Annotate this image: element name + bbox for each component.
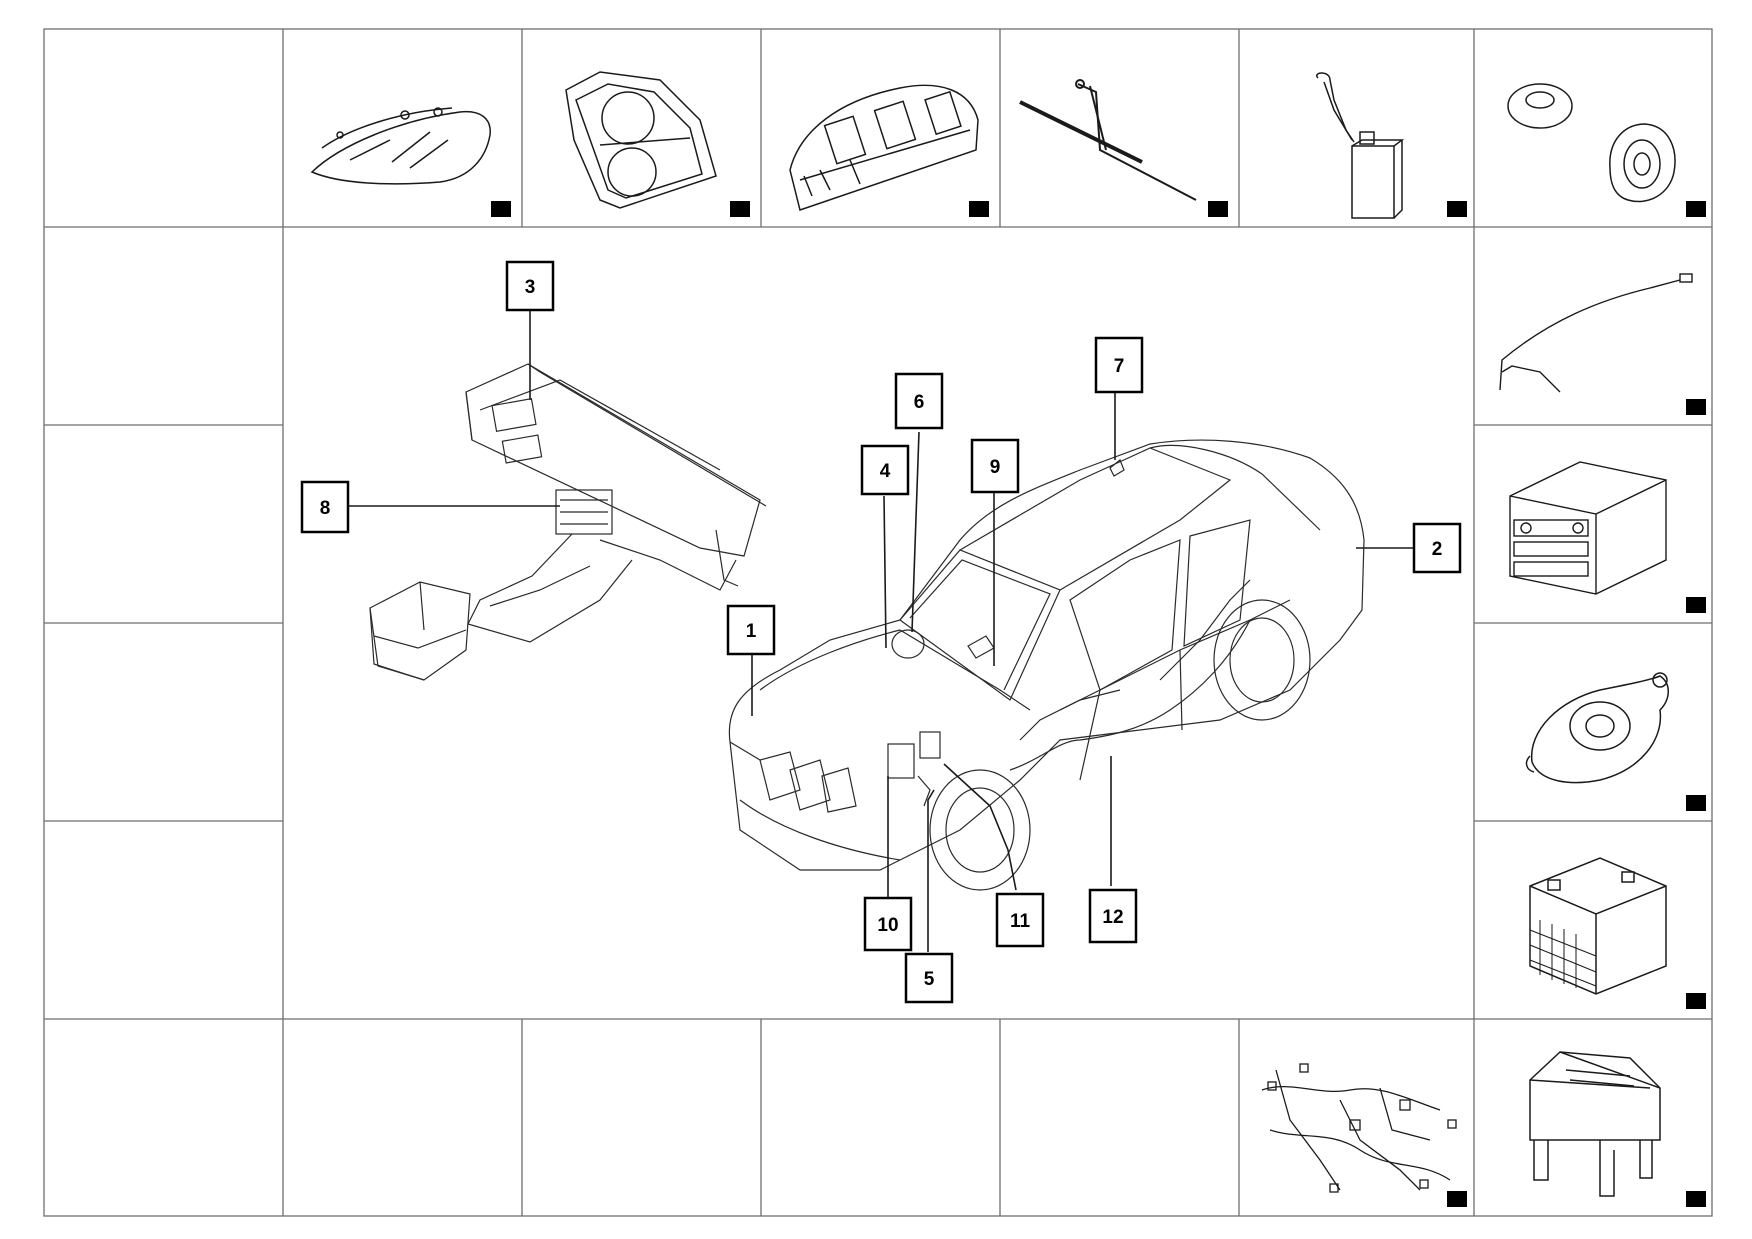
battery-thumbnail — [1529, 857, 1706, 1009]
audio-unit-icon — [1509, 461, 1667, 595]
thumbnail-marker — [969, 201, 989, 217]
speaker-icon — [1507, 83, 1676, 203]
battery-icon — [1529, 857, 1667, 995]
thumbnail-marker — [1208, 201, 1228, 217]
fuse-box-thumbnail — [1529, 1051, 1706, 1207]
callout-text: 5 — [924, 969, 935, 990]
callout-label-4: 4 — [860, 444, 910, 496]
thumbnail-marker — [1686, 795, 1706, 811]
dashboard-console-drawing — [369, 363, 767, 681]
thumbnail-marker — [1447, 201, 1467, 217]
car-drawing — [728, 439, 1365, 891]
tail-lamp-thumbnail — [565, 71, 750, 217]
callout-label-9: 9 — [970, 438, 1020, 494]
callout-label-5: 5 — [904, 952, 954, 1004]
callout-text: 11 — [1010, 911, 1031, 932]
washer-reservoir-thumbnail — [1316, 72, 1467, 219]
audio-unit-thumbnail — [1509, 461, 1706, 613]
table-grid — [43, 28, 1713, 1217]
instrument-cluster-icon — [789, 84, 979, 211]
wiring-harness-icon — [1261, 1063, 1457, 1193]
instrument-cluster-thumbnail — [789, 84, 989, 217]
leader-lines — [348, 310, 1414, 952]
callout-text: 4 — [880, 461, 891, 482]
horn-icon — [1525, 672, 1669, 784]
thumbnail-marker — [1686, 597, 1706, 613]
callout-text: 10 — [877, 915, 898, 936]
headlamp-thumbnail — [310, 107, 511, 217]
callout-label-3: 3 — [505, 260, 555, 312]
speaker-thumbnail — [1507, 83, 1706, 217]
callout-label-7: 7 — [1094, 336, 1144, 394]
tail-lamp-icon — [565, 71, 717, 209]
callout-label-11: 11 — [995, 892, 1045, 948]
callout-label-2: 2 — [1412, 522, 1462, 574]
fuse-box-icon — [1529, 1051, 1661, 1197]
callout-text: 3 — [525, 277, 536, 298]
thumbnail-marker — [1686, 201, 1706, 217]
callout-text: 6 — [914, 392, 925, 413]
callout-text: 8 — [320, 498, 331, 519]
callout-text: 12 — [1102, 907, 1123, 928]
headlamp-icon — [310, 107, 491, 185]
wiring-harness-thumbnail — [1261, 1063, 1467, 1207]
callout-text: 9 — [990, 457, 1001, 478]
thumbnail-marker — [1686, 1191, 1706, 1207]
antenna-cable-thumbnail — [1499, 273, 1706, 415]
thumbnail-marker — [1447, 1191, 1467, 1207]
thumbnail-marker — [730, 201, 750, 217]
callout-text: 2 — [1432, 539, 1443, 560]
thumbnail-marker — [491, 201, 511, 217]
callout-label-6: 6 — [894, 372, 944, 430]
wiper-arm-icon — [1019, 79, 1197, 201]
washer-reservoir-icon — [1316, 72, 1405, 219]
wiper-arm-thumbnail — [1019, 79, 1228, 217]
horn-thumbnail — [1525, 672, 1706, 811]
callout-label-8: 8 — [300, 480, 350, 534]
callout-label-10: 10 — [863, 896, 913, 952]
thumbnail-marker — [1686, 399, 1706, 415]
callout-label-1: 1 — [726, 604, 776, 656]
callout-text: 1 — [746, 621, 757, 642]
callout-text: 7 — [1114, 356, 1125, 377]
thumbnail-marker — [1686, 993, 1706, 1009]
antenna-cable-icon — [1499, 273, 1693, 393]
callout-label-12: 12 — [1088, 888, 1138, 944]
